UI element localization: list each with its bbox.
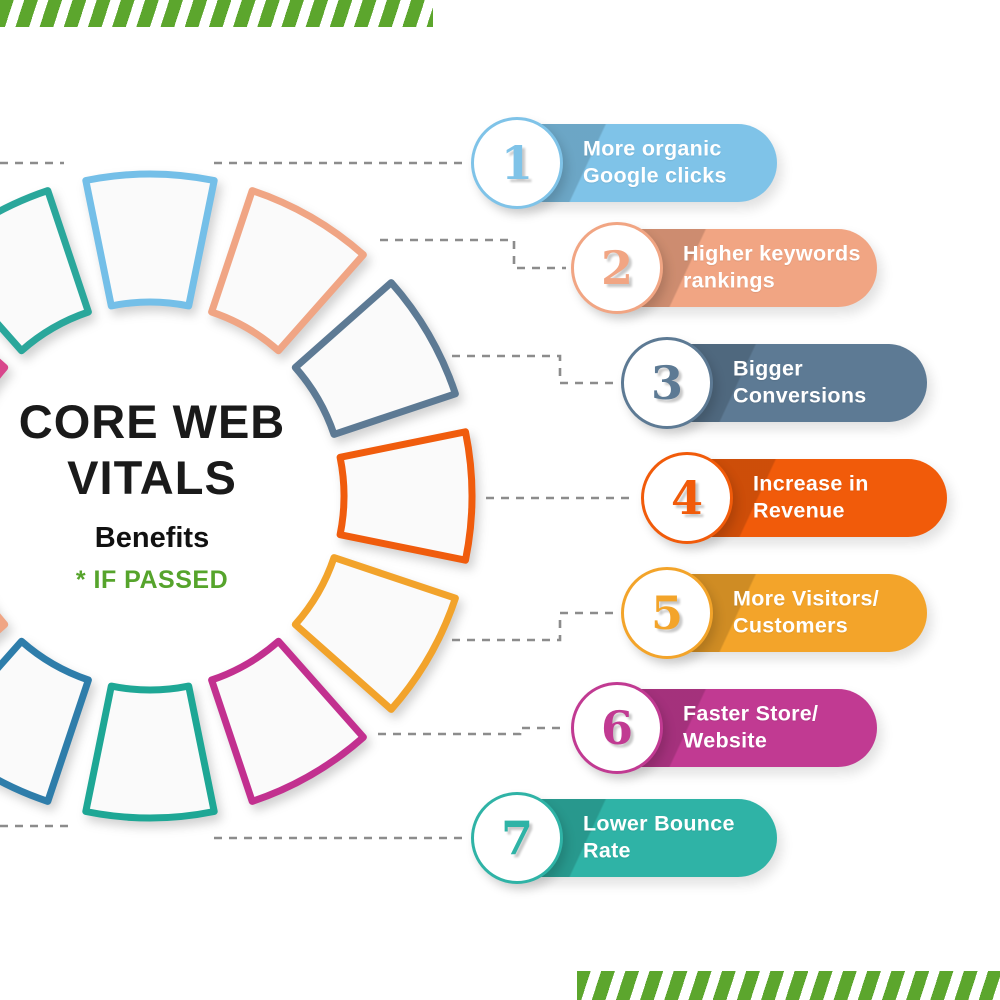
benefit-label-line: Website (683, 729, 768, 753)
wheel-segment (82, 682, 218, 822)
benefit-number: 1 (500, 136, 533, 190)
wheel-segment (82, 170, 218, 310)
benefit-number-badge: 5 (621, 567, 713, 659)
wheel-segment (291, 279, 459, 438)
wheel-segment (208, 187, 367, 355)
page-title-line1: CORE WEB (18, 395, 286, 448)
center-note: * IF PASSED (75, 565, 229, 594)
benefit-label-line: Faster Store/ (683, 701, 819, 726)
benefits-wheel (0, 170, 476, 822)
benefit-label: More organic Google clicks (583, 136, 727, 191)
benefit-callout-6: Faster Store/ Website 6 (571, 682, 883, 774)
benefit-label-line: Google clicks (583, 164, 727, 188)
wheel-segment (336, 428, 476, 564)
benefit-number: 4 (670, 471, 703, 525)
benefit-number-badge: 4 (641, 452, 733, 544)
benefit-label-line: Revenue (753, 499, 845, 523)
benefit-label: Faster Store/ Website (683, 701, 818, 756)
connector-line (452, 611, 616, 642)
wheel-segment (291, 554, 459, 713)
connector-line (378, 726, 566, 736)
benefit-number-badge: 6 (571, 682, 663, 774)
page-title-line2: VITALS (67, 451, 237, 505)
benefit-label-line: Lower Bounce (583, 811, 735, 836)
wheel-segment (0, 613, 9, 634)
wheel-segment (0, 358, 9, 379)
wheel-segment (208, 637, 367, 805)
benefit-number: 2 (600, 241, 633, 295)
benefit-label-line: Conversions (733, 384, 867, 408)
benefit-number-badge: 7 (471, 792, 563, 884)
benefit-number: 7 (500, 811, 533, 865)
benefit-label-line: Bigger (733, 356, 803, 381)
benefit-label: Increase in Revenue (753, 471, 869, 526)
connector-lines (0, 161, 636, 840)
benefit-label-line: Higher keywords (683, 241, 861, 266)
benefit-callout-2: Higher keywords rankings 2 (571, 222, 883, 314)
benefit-label-line: rankings (683, 269, 776, 293)
connector-line (452, 354, 616, 385)
benefit-label-line: Customers (733, 614, 849, 638)
benefit-number: 3 (650, 356, 683, 410)
benefit-number: 5 (650, 586, 683, 640)
benefit-callout-1: More organic Google clicks 1 (471, 117, 783, 209)
benefit-label-line: Rate (583, 839, 631, 863)
benefit-label: Bigger Conversions (733, 356, 867, 411)
benefit-number-badge: 1 (471, 117, 563, 209)
benefit-label: Higher keywords rankings (683, 241, 861, 296)
benefit-callout-3: Bigger Conversions 3 (621, 337, 933, 429)
benefit-callout-4: Increase in Revenue 4 (641, 452, 953, 544)
benefit-label: More Visitors/ Customers (733, 586, 879, 641)
connector-line (380, 238, 566, 270)
benefit-label: Lower Bounce Rate (583, 811, 735, 866)
bottom-stripe-decoration (577, 971, 1000, 1000)
benefit-label-line: More organic (583, 136, 722, 161)
benefit-label-line: More Visitors/ (733, 586, 879, 611)
benefit-number-badge: 2 (571, 222, 663, 314)
benefit-label-line: Increase in (753, 471, 869, 496)
wheel-segment (0, 637, 92, 805)
benefit-callout-7: Lower Bounce Rate 7 (471, 792, 783, 884)
top-stripe-decoration (0, 0, 433, 27)
page-subtitle: Benefits (94, 521, 210, 554)
benefit-callout-5: More Visitors/ Customers 5 (621, 567, 933, 659)
benefit-number: 6 (600, 701, 633, 755)
wheel-segment (0, 187, 92, 355)
center-title-block: CORE WEB VITALS Benefits * IF PASSED (0, 394, 354, 595)
benefit-number-badge: 3 (621, 337, 713, 429)
